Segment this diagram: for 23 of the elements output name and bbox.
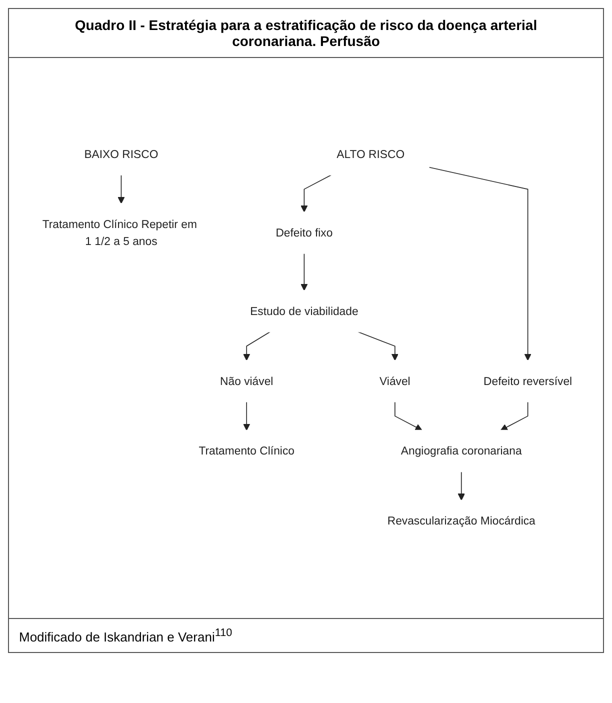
arrow <box>500 402 528 432</box>
node-text: BAIXO RISCO <box>84 148 158 161</box>
node-text: Defeito reversível <box>484 374 572 388</box>
arrow <box>394 402 422 432</box>
node-text: Tratamento Clínico Repetir em 1 1/2 a 5 anos <box>42 218 197 248</box>
arrow <box>458 472 465 501</box>
node-text: Estudo de viabilidade <box>250 304 358 318</box>
arrow <box>358 332 398 362</box>
arrow <box>300 253 308 292</box>
arrow <box>243 332 270 362</box>
source-note: Modificado de Iskandrian e Verani$^{110}$ <box>9 618 603 652</box>
arrow <box>118 174 125 204</box>
node-text: Revascularização Miocárdica <box>387 514 536 528</box>
arrow <box>300 174 332 213</box>
node-text: Tratamento Clínico <box>198 444 294 458</box>
node-text: Angiografia coronariana <box>400 444 522 458</box>
arrow <box>243 402 250 432</box>
node-text: Não viável <box>220 374 274 388</box>
table-title: Quadro II - Estratégia para a estratificação de risco da doença arterial coronariana. Perfusão <box>9 9 603 58</box>
node-text: Defeito fixo <box>276 226 333 240</box>
node-text: Viável <box>380 374 410 388</box>
arrow <box>428 167 532 362</box>
node-text: ALTO RISCO <box>336 148 405 161</box>
